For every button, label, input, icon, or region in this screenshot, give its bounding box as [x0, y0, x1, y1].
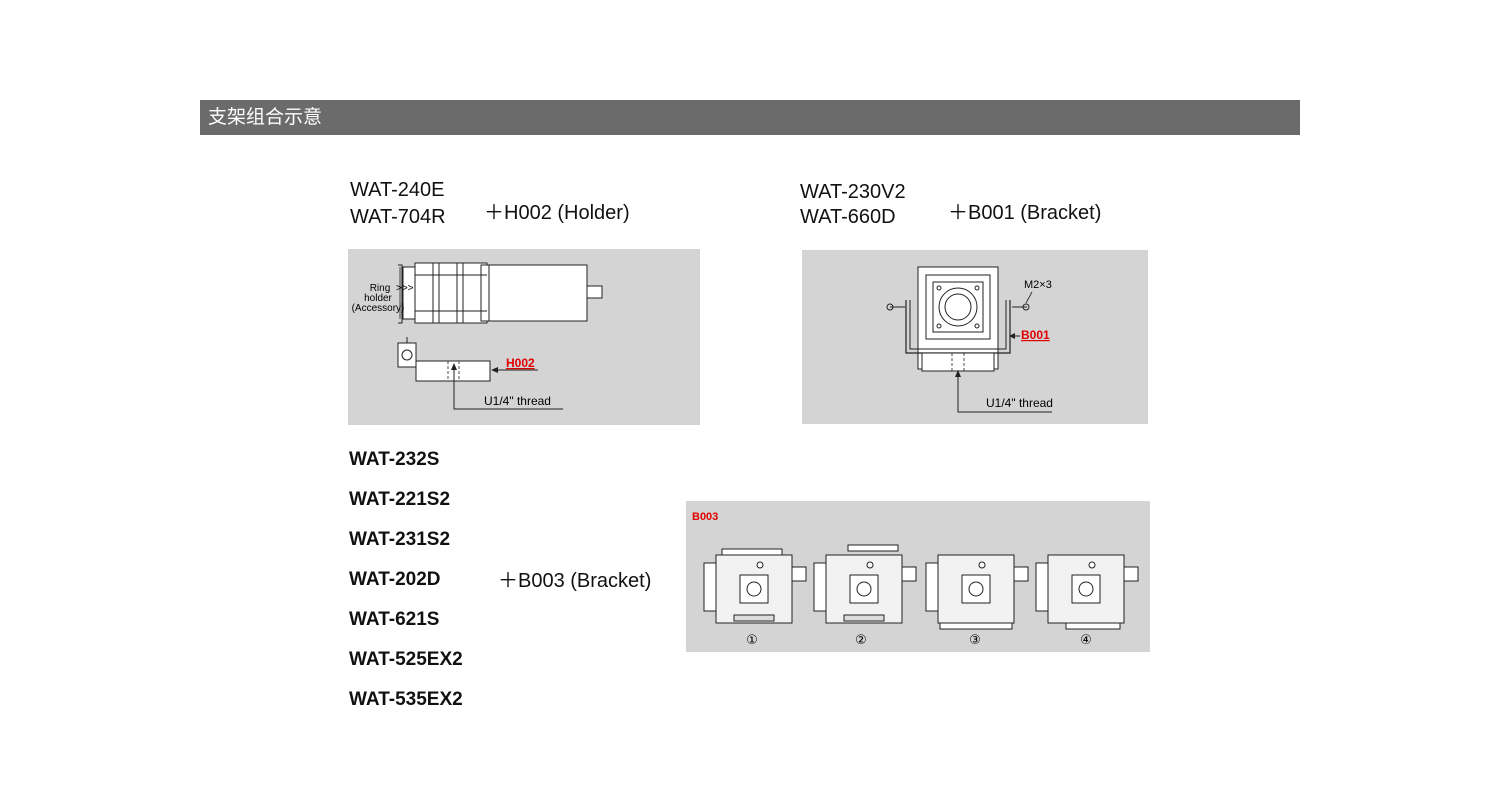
arrows-glyph: >>>	[396, 283, 414, 294]
h002-label: H002	[506, 356, 535, 370]
camera-with-bracket-2	[813, 544, 917, 624]
position-label: ②	[855, 633, 867, 648]
model-name: WAT-621S	[349, 609, 440, 630]
camera-with-bracket-4	[1035, 554, 1139, 630]
thread-label: U1/4" thread	[986, 396, 1053, 410]
holder-part	[397, 337, 491, 382]
position-label: ①	[746, 633, 758, 648]
camera-body	[402, 262, 603, 324]
b003-label: B003	[692, 511, 718, 523]
section-title: 支架组合示意	[200, 100, 1300, 135]
model-list: WAT-232S WAT-221S2 WAT-231S2 WAT-202D WA…	[349, 448, 463, 728]
accessory-label: ＋H002 (Holder)	[484, 202, 630, 224]
b001-label: B001	[1021, 328, 1050, 342]
model-name: WAT-525EX2	[349, 649, 463, 670]
ring-holder-label: Ring	[370, 283, 391, 294]
screw-label: M2×3	[1024, 279, 1052, 291]
model-name: WAT-704R	[350, 206, 446, 228]
accessory-label: ＋B003 (Bracket)	[498, 570, 652, 592]
model-name: WAT-535EX2	[349, 689, 463, 710]
model-name: WAT-231S2	[349, 529, 451, 550]
model-name: WAT-230V2	[800, 181, 906, 203]
model-name: WAT-240E	[350, 179, 445, 201]
model-name: WAT-202D	[349, 569, 441, 590]
model-name: WAT-660D	[800, 206, 896, 228]
model-name: WAT-221S2	[349, 489, 451, 510]
camera-front	[917, 266, 999, 370]
b001-diagram: M2×3 B001 U1/4" thread	[802, 250, 1148, 424]
camera-with-bracket-1	[703, 548, 807, 624]
position-label: ③	[969, 633, 981, 648]
b003-diagram: B003	[686, 501, 1150, 652]
model-name: WAT-232S	[349, 449, 440, 470]
thread-label: U1/4" thread	[484, 394, 551, 408]
position-label: ④	[1080, 633, 1092, 648]
ring-holder-label: holder	[364, 293, 392, 304]
h002-diagram: Ring holder (Accessory) >>> H002 U1/4" t…	[348, 249, 700, 425]
camera-with-bracket-3	[925, 554, 1029, 630]
ring-holder-label: (Accessory)	[352, 303, 405, 314]
accessory-label: ＋B001 (Bracket)	[948, 202, 1102, 224]
